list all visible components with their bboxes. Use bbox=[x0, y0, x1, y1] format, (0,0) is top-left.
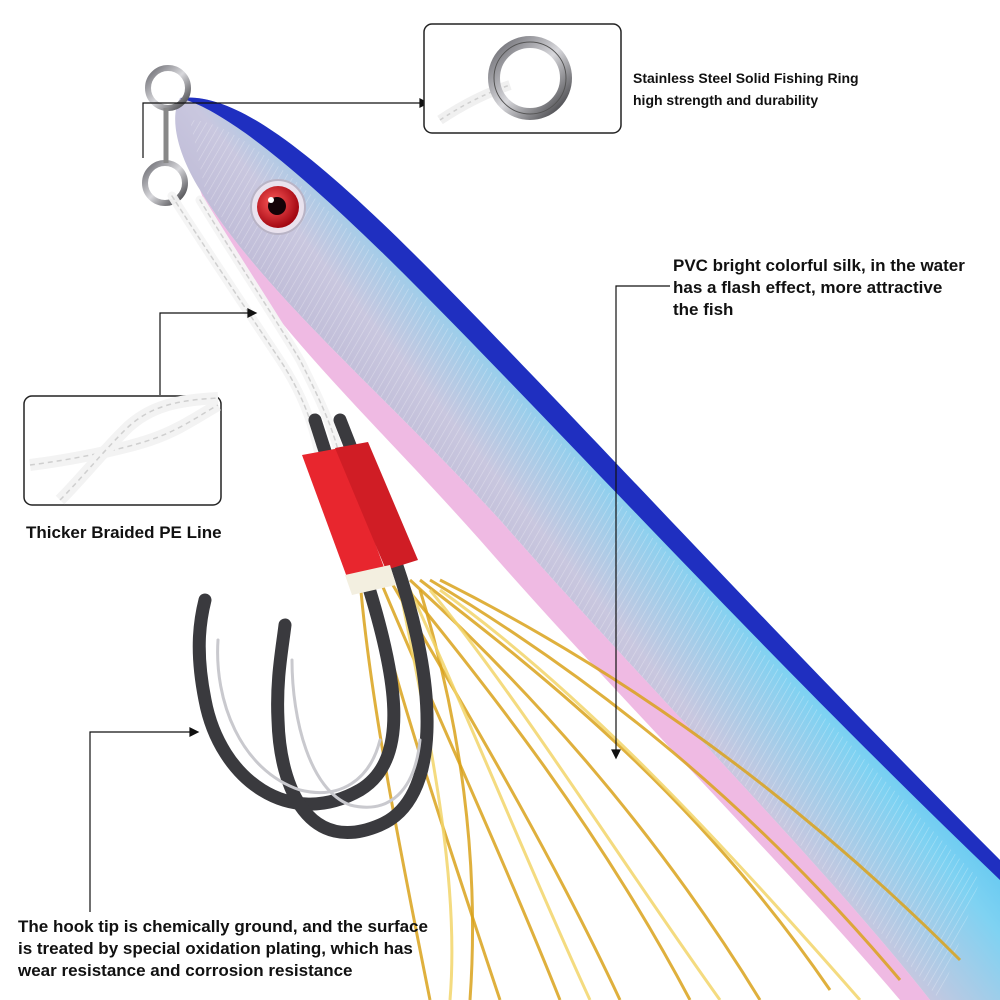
pvc-callout-line1: PVC bright colorful silk, in the water bbox=[673, 256, 965, 275]
hook-highlight bbox=[216, 638, 422, 809]
pvc-callout-line3: the fish bbox=[673, 300, 734, 319]
lure-scale-texture bbox=[190, 120, 980, 1000]
assist-hook-icon bbox=[192, 413, 434, 839]
pe-line-callout-label: Thicker Braided PE Line bbox=[26, 522, 222, 544]
ring-callout-line1: Stainless Steel Solid Fishing Ring bbox=[633, 70, 859, 86]
hook-callout-line bbox=[89, 731, 190, 912]
ring-callout-line bbox=[142, 102, 420, 158]
hook-callout-line2: is treated by special oxidation plating,… bbox=[18, 939, 413, 958]
hook-callout-label: The hook tip is chemically ground, and t… bbox=[18, 916, 428, 982]
hook-callout-line3: wear resistance and corrosion resistance bbox=[18, 961, 353, 980]
callout-lines bbox=[89, 98, 670, 912]
jig-lure bbox=[175, 97, 1000, 1000]
hook-callout-line1: The hook tip is chemically ground, and t… bbox=[18, 917, 428, 936]
lure-belly-pink bbox=[200, 190, 930, 1000]
pvc-callout-label: PVC bright colorful silk, in the water h… bbox=[673, 255, 965, 321]
ring-callout-label: Stainless Steel Solid Fishing Ring high … bbox=[633, 67, 859, 111]
pvc-callout-line bbox=[615, 285, 670, 750]
lure-eye-icon bbox=[250, 179, 306, 235]
pe-line-callout-text: Thicker Braided PE Line bbox=[26, 523, 222, 542]
pe-line-detail-inset bbox=[23, 392, 222, 506]
split-ring-icon bbox=[142, 65, 191, 206]
ring-callout-line2: high strength and durability bbox=[633, 92, 819, 108]
ring-detail-inset bbox=[423, 23, 622, 134]
pe-callout-line bbox=[159, 312, 248, 395]
hook-wrap bbox=[302, 442, 418, 595]
braided-pe-line bbox=[167, 191, 343, 455]
pvc-callout-line2: has a flash effect, more attractive bbox=[673, 278, 943, 297]
